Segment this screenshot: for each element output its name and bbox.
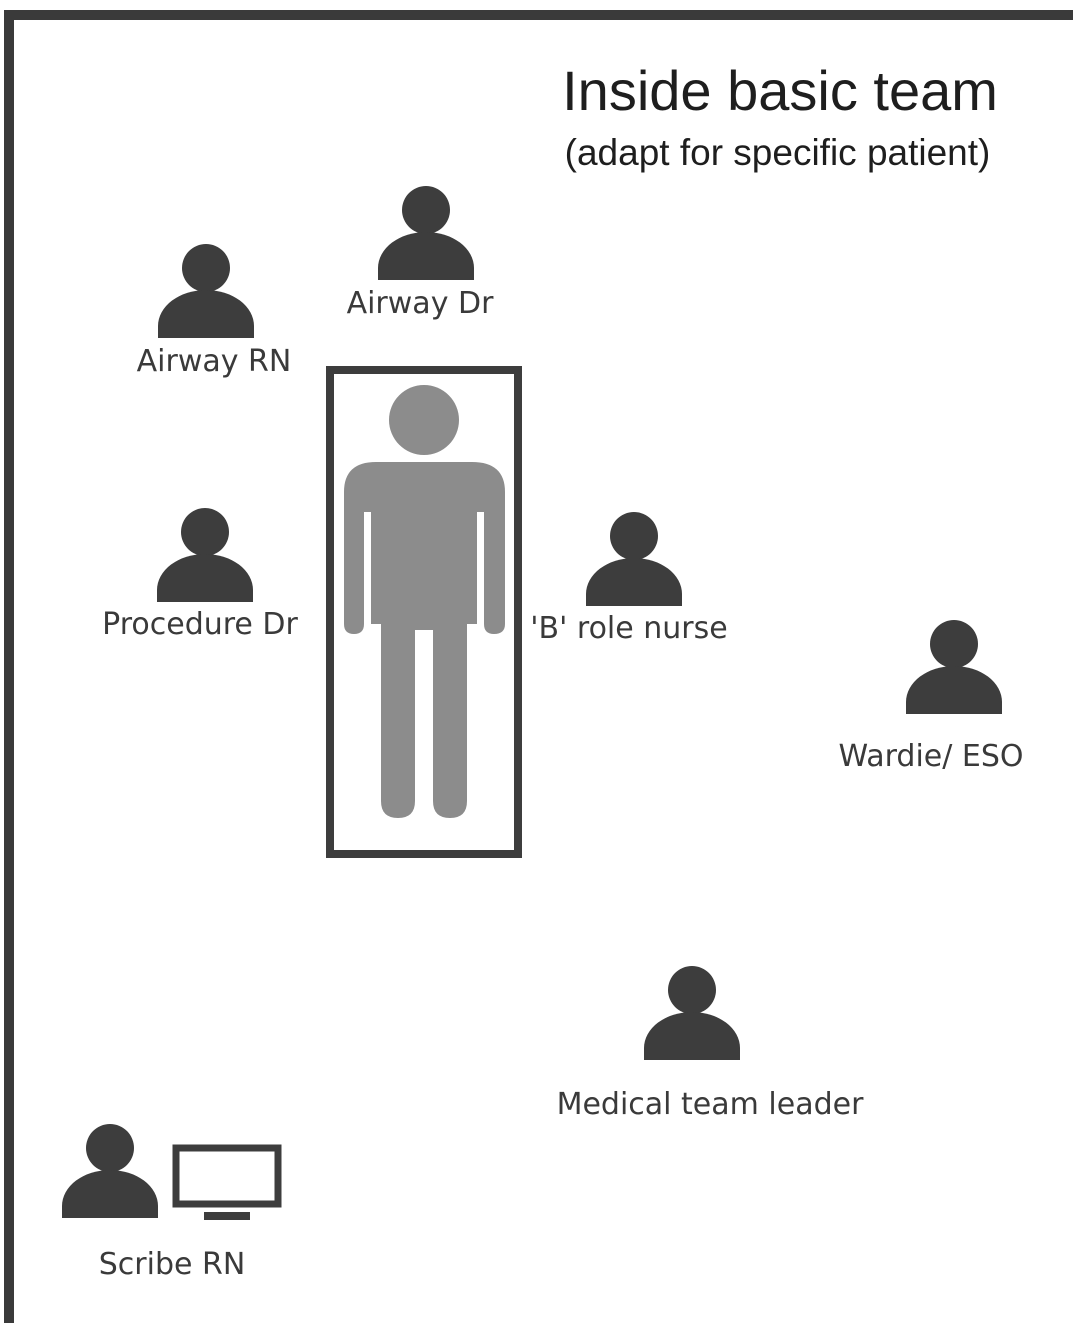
medical-team-leader-person-icon — [644, 966, 740, 1060]
role-label-procedure-dr: Procedure Dr — [102, 607, 298, 642]
role-label-b-role-nurse: 'B' role nurse — [530, 611, 728, 646]
patient-bed — [326, 366, 522, 858]
frame-left-border — [4, 10, 14, 1323]
computer-monitor-icon — [172, 1144, 282, 1220]
procedure-dr-person-icon — [157, 508, 253, 602]
patient-figure — [344, 385, 505, 818]
bed-outline — [326, 366, 522, 858]
diagram-subtitle: (adapt for specific patient) — [564, 132, 991, 173]
airway-rn-person-icon — [158, 244, 254, 338]
scribe-rn-person-icon — [62, 1124, 158, 1218]
role-label-airway-dr: Airway Dr — [346, 286, 494, 321]
airway-dr-person-icon — [378, 186, 474, 280]
role-label-medical-team-leader: Medical team leader — [556, 1087, 864, 1122]
wardie-eso-person-icon — [906, 620, 1002, 714]
role-label-wardie-eso: Wardie/ ESO — [838, 739, 1024, 774]
role-label-scribe-rn: Scribe RN — [98, 1247, 246, 1282]
role-label-airway-rn: Airway RN — [136, 344, 292, 379]
b-role-nurse-person-icon — [586, 512, 682, 606]
diagram-title: Inside basic team — [562, 59, 998, 122]
frame-top-border — [4, 10, 1073, 20]
